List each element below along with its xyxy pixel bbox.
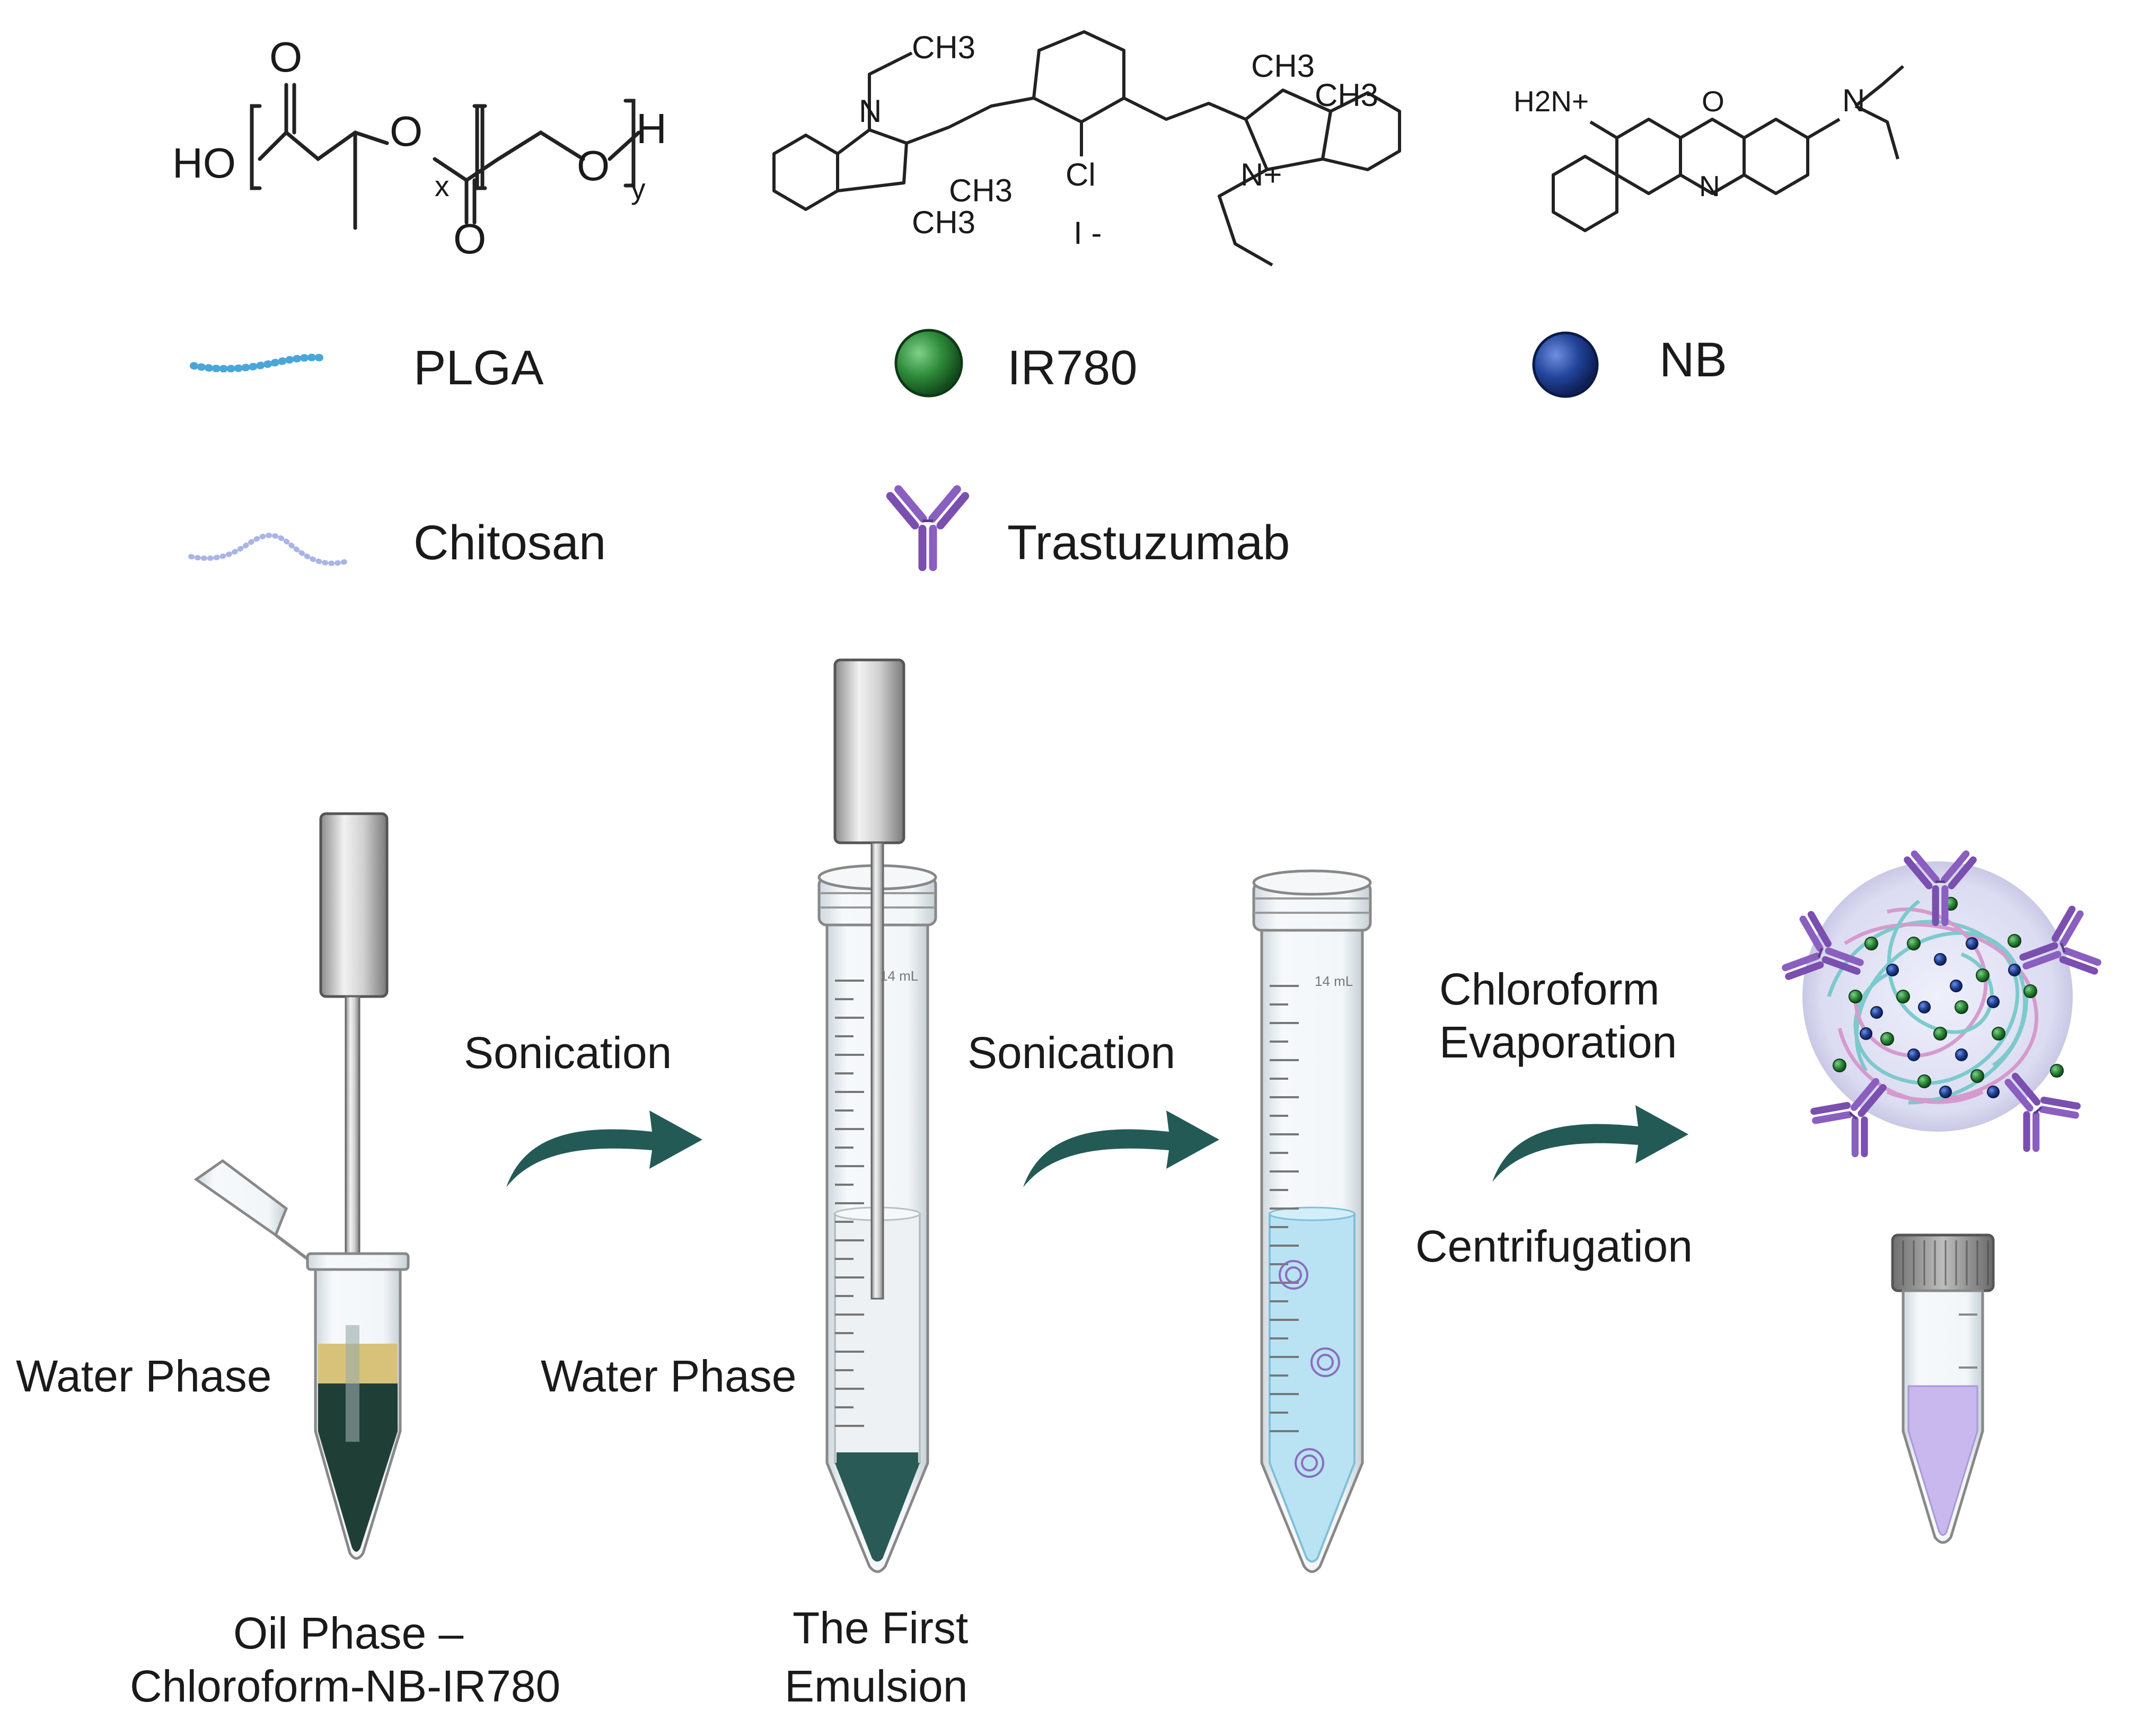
step2-graduations [835, 980, 864, 1427]
oil-phase-layer [318, 1383, 398, 1552]
ir780-ch3-left-1: CH3 [949, 173, 1013, 208]
plga-chain-icon [190, 354, 327, 373]
sonicator-probe-1-icon [319, 812, 389, 998]
plga-o-ester-2: O [577, 142, 610, 189]
ir780-labels: CH3 N CH3 CH3 Cl I - CH3 N+ CH3 [859, 30, 1378, 251]
final-vial [1891, 1233, 1995, 1544]
final-nanoparticle [1776, 849, 2106, 1166]
plga-o-carbonyl-2: O [453, 215, 486, 262]
plga-subscript-x: x [435, 170, 450, 202]
emulsion-droplet-icon [1279, 1260, 1340, 1478]
nb-h2n: H2N+ [1513, 85, 1589, 118]
legend-chitosan: Chitosan [413, 516, 606, 570]
ir780-n-left: N [859, 93, 882, 129]
nb-n-ring: N [1699, 170, 1720, 202]
legend: PLGA IR780 NB Chitosan Trastuzumab [188, 329, 1727, 571]
trastuzumab-antibody-icon [885, 483, 971, 571]
arrow-sonication-2 [1023, 1110, 1219, 1187]
arrow3-label-2: Evaporation [1439, 1017, 1677, 1067]
ir780-ch3-top: CH3 [912, 30, 975, 65]
arrow-sonication-1 [506, 1110, 702, 1187]
nb-sphere-icon [1532, 331, 1599, 398]
ir780-iodide: I - [1073, 215, 1102, 251]
step1-microtube [193, 812, 410, 1560]
nb-structure [1552, 65, 1904, 232]
ir780-ch3-right-2: CH3 [1315, 77, 1378, 113]
nb-n-ethyl: N [1842, 83, 1865, 118]
ir780-cl: Cl [1066, 157, 1096, 192]
plga-h: H [636, 105, 667, 152]
ir780-n-plus: N+ [1240, 157, 1282, 192]
plga-structure [250, 83, 641, 230]
ir780-ch3-left-2: CH3 [912, 205, 975, 240]
arrow1-label: Sonication [464, 1028, 672, 1078]
ir780-structure [772, 30, 1401, 267]
step3-falcon-tube: 14 mL [1252, 869, 1372, 1573]
ir780-ch3-right-1: CH3 [1251, 48, 1315, 84]
step3-graduations [1270, 985, 1299, 1432]
legend-plga: PLGA [413, 341, 544, 395]
arrow2-label: Sonication [967, 1028, 1175, 1078]
nb-labels: H2N+ O N N [1513, 83, 1865, 202]
nb-o: O [1702, 85, 1724, 118]
step3-volume-unit: 14 mL [1315, 973, 1353, 989]
step2-water-phase-label: Water Phase [541, 1351, 796, 1401]
step2-falcon-tube: 14 mL [817, 658, 937, 1573]
step1-oil-phase-label-1: Oil Phase – [233, 1608, 464, 1658]
plga-labels: HO O O O O H x y [172, 33, 667, 262]
arrow3-label-3: Centrifugation [1415, 1221, 1693, 1271]
plga-o-ester: O [390, 108, 423, 155]
legend-nb: NB [1659, 333, 1727, 387]
step1-oil-phase-label-2: Chloroform-NB-IR780 [130, 1661, 560, 1711]
chitosan-chain-icon [188, 533, 347, 566]
arrow-evaporation-centrifugation [1492, 1105, 1688, 1182]
step1-water-phase-label: Water Phase [16, 1351, 271, 1401]
arrow3-label-1: Chloroform [1439, 964, 1659, 1014]
plga-ho: HO [172, 139, 236, 187]
step2-label-1: The First [793, 1603, 968, 1653]
step2-volume-unit: 14 mL [880, 968, 918, 984]
step2-label-2: Emulsion [785, 1661, 967, 1711]
plga-subscript-y: y [631, 172, 646, 205]
sonicator-probe-2-icon [833, 658, 905, 844]
ir780-sphere-icon [894, 329, 963, 398]
plga-o-carbonyl: O [269, 33, 302, 81]
legend-ir780: IR780 [1007, 341, 1138, 395]
vial-nanoparticle-suspension [1907, 1385, 1978, 1536]
legend-trastuzumab: Trastuzumab [1007, 516, 1290, 570]
